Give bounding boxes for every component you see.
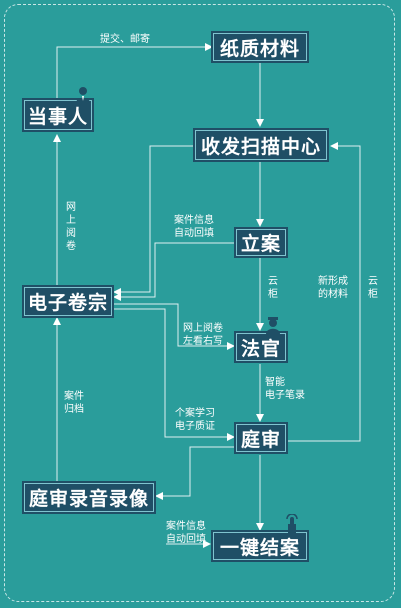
label-case-study-line2: 电子质证 xyxy=(175,421,215,432)
edge-party-to-paper xyxy=(56,43,213,98)
label-case-info-b-line1: 案件信息 xyxy=(166,521,206,532)
label-new-materials: 新形成 的材料 xyxy=(318,275,348,301)
click-hand-icon xyxy=(286,514,298,534)
person-icon xyxy=(76,87,90,103)
node-scan-center: 收发扫描中心 xyxy=(195,130,327,160)
label-case-study-line1: 个案学习 xyxy=(175,408,215,419)
edge-efile-to-court xyxy=(114,308,235,441)
edge-filing-to-efile xyxy=(113,242,234,301)
node-filing: 立案 xyxy=(236,229,286,256)
label-cloud-cabinet-a: 云 柜 xyxy=(266,275,280,301)
label-online-read-left-right-line2: 左看右写 xyxy=(183,336,223,347)
node-paper-materials: 纸质材料 xyxy=(213,33,307,61)
judge-icon xyxy=(266,317,280,334)
label-case-study: 个案学习 电子质证 xyxy=(175,407,215,433)
edge-efile-to-judge xyxy=(114,303,235,350)
node-party: 当事人 xyxy=(24,100,92,130)
label-smart-pen-line1: 智能 xyxy=(265,377,285,388)
label-case-info-a-line1: 案件信息 xyxy=(174,215,214,226)
node-one-click-close: 一键结案 xyxy=(213,532,307,560)
label-archive: 案件 归档 xyxy=(64,390,84,416)
label-cloud-cabinet-b-line2: 柜 xyxy=(368,289,378,300)
label-online-read-line2: 阅卷 xyxy=(66,228,76,252)
label-smart-pen-line2: 电子笔录 xyxy=(265,390,305,401)
label-archive-line2: 归档 xyxy=(64,404,84,415)
label-case-info-a-line2: 自动回填 xyxy=(174,228,214,239)
label-case-info-b-line2: 自动回填 xyxy=(166,534,206,545)
edge-court-to-center xyxy=(287,142,361,442)
label-cloud-cabinet-b: 云 柜 xyxy=(366,275,380,301)
label-online-read-left-right: 网上阅卷 左看右写 xyxy=(183,322,223,348)
node-electronic-file: 电子卷宗 xyxy=(24,287,112,316)
label-smart-pen: 智能 电子笔录 xyxy=(265,376,305,402)
label-online-read-line1: 网上 xyxy=(66,202,76,226)
label-cloud-cabinet-b-line1: 云 xyxy=(368,276,378,287)
label-online-read: 网上 阅卷 xyxy=(64,201,78,253)
label-new-materials-line2: 的材料 xyxy=(318,289,348,300)
label-new-materials-line1: 新形成 xyxy=(318,276,348,287)
dashed-frame xyxy=(4,4,395,602)
label-cloud-cabinet-a-line2: 柜 xyxy=(268,289,278,300)
label-online-read-left-right-line1: 网上阅卷 xyxy=(183,323,223,334)
label-cloud-cabinet-a-line1: 云 xyxy=(268,276,278,287)
edge-court-to-recording xyxy=(155,446,234,500)
node-judge: 法官 xyxy=(236,333,286,361)
edge-center-to-efile xyxy=(113,145,193,296)
label-submit-mail: 提交、邮寄 xyxy=(100,34,150,45)
node-trial-recording: 庭审录音录像 xyxy=(24,483,154,512)
label-case-info-b: 案件信息 自动回填 xyxy=(166,520,206,546)
label-case-info-a: 案件信息 自动回填 xyxy=(174,214,214,240)
label-archive-line1: 案件 xyxy=(64,391,84,402)
node-court-trial: 庭审 xyxy=(236,424,286,452)
